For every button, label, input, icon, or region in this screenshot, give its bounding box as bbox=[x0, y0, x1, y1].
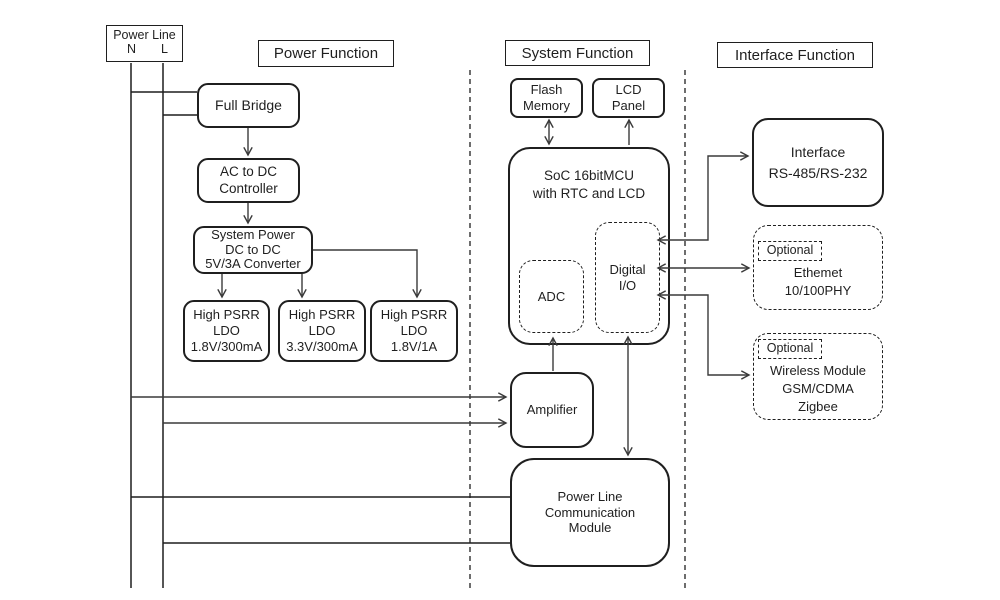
block-adc: ADC bbox=[519, 260, 584, 333]
power-line-title: Power Line bbox=[113, 28, 176, 42]
block-amplifier: Amplifier bbox=[510, 372, 594, 448]
arrow-system-power-to-ldo3 bbox=[313, 249, 422, 299]
block-ldo-1v8-1a: High PSRR LDO 1.8V/1A bbox=[370, 300, 458, 362]
block-ac-dc-controller: AC to DC Controller bbox=[197, 158, 300, 203]
block-ldo-3v3-300ma: High PSRR LDO 3.3V/300mA bbox=[278, 300, 366, 362]
block-wireless-optional: Optional Wireless Module GSM/CDMA Zigbee bbox=[753, 333, 883, 420]
block-ldo-1v8-300ma: High PSRR LDO 1.8V/300mA bbox=[183, 300, 270, 362]
arrow-digital-io-wireless-bidirectional bbox=[656, 290, 751, 380]
ethernet-label: Ethemet 10/100PHY bbox=[784, 265, 852, 299]
section-header-interface-function: Interface Function bbox=[717, 42, 873, 68]
arrow-digital-io-rs485-bidirectional bbox=[656, 151, 750, 245]
terminal-l-label: L bbox=[161, 42, 168, 56]
block-flash-memory: Flash Memory bbox=[510, 78, 583, 118]
block-digital-io: Digital I/O bbox=[595, 222, 660, 333]
power-line-box: Power Line N L bbox=[106, 25, 183, 62]
block-plc-module: Power Line Communication Module bbox=[510, 458, 670, 567]
section-header-power-function: Power Function bbox=[258, 40, 394, 67]
block-ethernet-optional: Optional Ethemet 10/100PHY bbox=[753, 225, 883, 310]
block-interface-rs485-rs232: Interface RS-485/RS-232 bbox=[752, 118, 884, 207]
terminal-n-label: N bbox=[127, 42, 137, 56]
ethernet-optional-tag: Optional bbox=[758, 241, 822, 261]
block-full-bridge: Full Bridge bbox=[197, 83, 300, 128]
power-line-terminals: N L bbox=[107, 42, 182, 58]
section-header-system-function: System Function bbox=[505, 40, 650, 66]
wireless-label: Wireless Module GSM/CDMA Zigbee bbox=[769, 363, 867, 415]
soc-label: SoC 16bitMCU with RTC and LCD bbox=[532, 168, 646, 202]
block-lcd-panel: LCD Panel bbox=[592, 78, 665, 118]
wireless-optional-tag: Optional bbox=[758, 339, 822, 359]
block-system-power-converter: System Power DC to DC 5V/3A Converter bbox=[193, 226, 313, 274]
block-soc-mcu: SoC 16bitMCU with RTC and LCD ADC Digita… bbox=[508, 147, 670, 345]
